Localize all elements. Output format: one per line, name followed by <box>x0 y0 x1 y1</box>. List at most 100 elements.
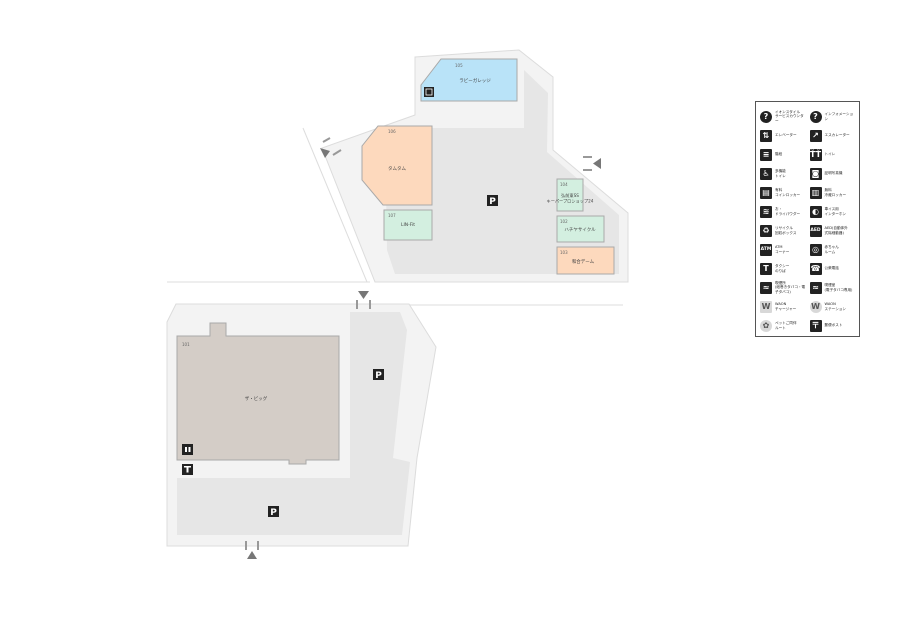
entrance-arrow-icon <box>320 148 330 158</box>
stairs-icon: ≡ <box>760 148 772 161</box>
parking-marker-lower-bottom: P <box>268 506 279 518</box>
aed-icon: AED <box>809 224 822 237</box>
legend-item-label: お・ ドライパウダー <box>775 206 801 216</box>
parking-marker-lower-right-label: P <box>375 371 382 381</box>
legend-item-label: WAON チャージャー <box>775 301 797 311</box>
elevator-icon <box>424 87 434 97</box>
legend-item-label: 有料 コインロッカー <box>775 187 801 197</box>
elevator-icon: ⇅ <box>760 129 772 142</box>
legend-item-label: イオンスタイル サービスカウンター <box>775 109 804 123</box>
legend-item-label: タクシー のりば <box>775 263 790 273</box>
legend-item-label: 公衆電話 <box>824 266 839 271</box>
legend-item-label: 車イス用 インターホン <box>824 206 847 216</box>
legend-item-label: 証明写真機 <box>824 171 843 176</box>
wheelchair-intercom-icon: ◐ <box>809 205 822 218</box>
baby-room-icon: ◎ <box>809 243 822 256</box>
legend-item: ☎公衆電話 <box>809 259 857 278</box>
entrance-upper-left[interactable] <box>320 137 342 158</box>
shop-107[interactable]: 107 LIN-Fit <box>383 209 433 241</box>
legend-item: ✿ペットご同伴 ルート <box>760 316 807 335</box>
legend-item: ?インフォメーション <box>809 107 857 126</box>
shop-103[interactable]: 103 和合デーム <box>556 246 615 275</box>
shop-106-number: 106 <box>388 129 396 134</box>
waon-station-icon: W <box>809 300 822 313</box>
accessible-restroom-icon: ♿ <box>760 167 772 180</box>
post-box-icon <box>182 464 193 475</box>
legend-item-label: トイレ <box>824 152 836 157</box>
shop-101-name: ザ・ビッグ <box>245 395 268 402</box>
restroom-icon <box>182 444 193 455</box>
waon-charger-icon: W <box>760 300 772 313</box>
entrance-bottom[interactable] <box>245 541 259 559</box>
shop-105-name: ラビーガレッジ <box>459 77 491 84</box>
pet-route-icon: ✿ <box>760 319 772 332</box>
shop-104-name-line: キーパープロショップ24 <box>547 199 594 205</box>
lower-parking-right[interactable] <box>350 312 407 458</box>
legend-item: ≋お・ ドライパウダー <box>760 202 807 221</box>
legend-item: ▤有料 コインロッカー <box>760 183 807 202</box>
legend-item-label: ATM コーナー <box>775 244 790 254</box>
entrance-arrow-icon <box>247 551 257 559</box>
legend-item: ♿多機能 トイレ <box>760 164 807 183</box>
shop-106[interactable]: 106 タムタム <box>361 125 433 206</box>
legend-item-label: 無料 冷蔵ロッカー <box>824 187 847 197</box>
parking-marker-upper-label: P <box>489 197 496 207</box>
shop-104-number: 104 <box>560 182 568 187</box>
shop-102[interactable]: 102 ハチヤサイクル <box>556 215 605 243</box>
hair-dryer-icon: ≋ <box>760 205 772 218</box>
legend-item: ↗エスカレーター <box>809 126 857 145</box>
legend-item-label: 赤ちゃん ルーム <box>824 244 839 254</box>
entrance-upper-right[interactable] <box>583 156 601 171</box>
lower-parking-bottom[interactable] <box>177 458 410 535</box>
restroom-icon: ŤŤ <box>809 148 822 161</box>
elevator-icon-detail <box>425 88 433 96</box>
question-icon: ? <box>760 110 772 123</box>
legend-item-label: 階段 <box>775 152 783 157</box>
public-phone-icon: ☎ <box>809 262 822 275</box>
restroom-icon-detail-right <box>188 447 191 452</box>
legend-item-label: インフォメーション <box>824 111 854 121</box>
atm-icon: ATM <box>760 243 772 256</box>
parking-marker-upper: P <box>487 195 498 207</box>
shop-103-name: 和合デーム <box>572 258 595 265</box>
coin-locker-icon: ▤ <box>760 186 772 199</box>
legend-item-label: AED(自動体外 式除細動器) <box>824 225 848 235</box>
photo-booth-icon: ◙ <box>809 167 822 180</box>
legend-item-label: 郵便ポスト <box>824 323 843 328</box>
shop-107-name: LIN-Fit <box>401 222 415 228</box>
entrance-arrow-icon <box>593 158 601 169</box>
legend-item-label: ペットご同伴 ルート <box>775 320 797 330</box>
e-smoking-icon: ≈ <box>809 281 822 294</box>
recycle-box-icon: ♻ <box>760 224 772 237</box>
post-box-icon: 〒 <box>809 319 822 332</box>
free-locker-icon: ▥ <box>809 186 822 199</box>
shop-107-number: 107 <box>388 213 396 218</box>
entrance-arrow-icon <box>358 291 369 299</box>
parking-marker-lower-bottom-label: P <box>270 508 277 518</box>
escalator-icon: ↗ <box>809 129 822 142</box>
legend-item-label: エレベーター <box>775 133 797 138</box>
parking-marker-lower-right: P <box>373 369 384 381</box>
legend-item-label: WAON ステーション <box>824 301 847 311</box>
legend-item: ♻リサイクル 回収ボックス <box>760 221 807 240</box>
legend-item: ◙証明写真機 <box>809 164 857 183</box>
shop-101-number: 101 <box>182 342 190 347</box>
legend-item-label: 喫煙室 (電子タバコ専用) <box>824 282 853 292</box>
shop-101[interactable]: 101 ザ・ビッグ <box>176 322 340 465</box>
legend-item: ▥無料 冷蔵ロッカー <box>809 183 857 202</box>
legend-item: ?イオンスタイル サービスカウンター <box>760 107 807 126</box>
entrance-center[interactable] <box>356 291 371 309</box>
shop-105[interactable]: 105 ラビーガレッジ <box>420 58 518 102</box>
legend-item: ≡階段 <box>760 145 807 164</box>
legend-item-label: エスカレーター <box>824 133 850 138</box>
road-line-diagonal <box>302 127 368 283</box>
restroom-icon-detail-left <box>185 447 187 452</box>
taxi-icon: T <box>760 262 772 275</box>
